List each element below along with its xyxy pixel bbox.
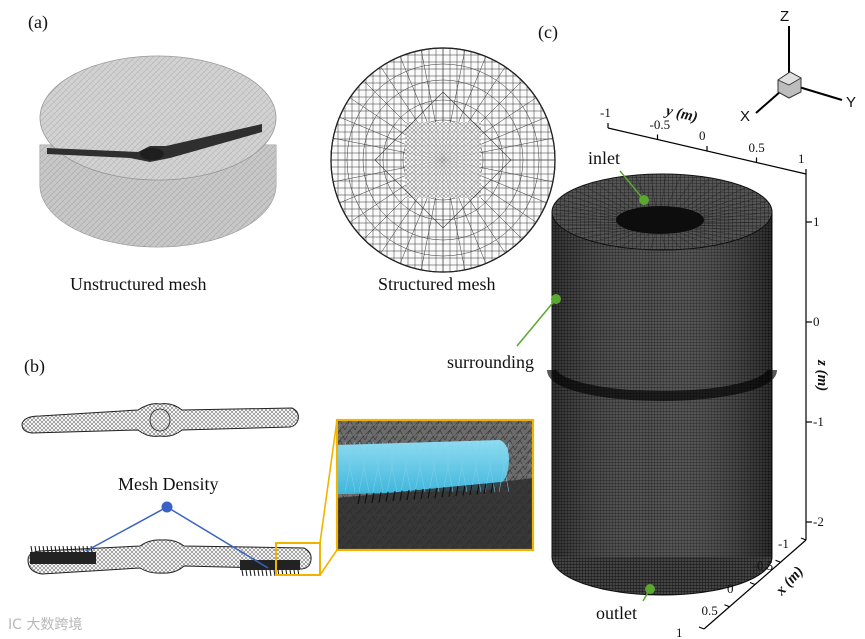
propeller-top-drawing bbox=[21, 403, 299, 437]
structured-mesh-drawing bbox=[330, 47, 556, 273]
region-callouts bbox=[516, 170, 655, 602]
watermark: IC 大数跨境 bbox=[8, 617, 83, 633]
panel-a-tag: (a) bbox=[28, 12, 48, 32]
triad-x-label: X bbox=[740, 108, 751, 125]
mesh-density-callout bbox=[85, 501, 269, 569]
axis-tick-label: -0.5 bbox=[752, 558, 774, 574]
axis-tick-label: 0 bbox=[699, 128, 706, 143]
axis-tick-label: -2 bbox=[813, 514, 824, 529]
surrounding-label: surrounding bbox=[447, 352, 534, 372]
axis-tick-label: 0.5 bbox=[748, 139, 765, 155]
structured-mesh-caption: Structured mesh bbox=[378, 274, 496, 294]
outlet-label: outlet bbox=[596, 603, 637, 623]
triad-y-label: Y bbox=[846, 94, 857, 111]
unstructured-mesh-caption: Unstructured mesh bbox=[70, 274, 207, 294]
axis-tick-label: -1 bbox=[813, 414, 824, 429]
triad-z-label: Z bbox=[780, 8, 790, 25]
panel-c-tag: (c) bbox=[538, 22, 558, 42]
mesh-density-label: Mesh Density bbox=[118, 474, 219, 494]
domain-axes bbox=[607, 123, 812, 630]
zoom-callout bbox=[275, 419, 338, 576]
zoom-inset-image bbox=[335, 418, 535, 552]
axis-tick-label: 1 bbox=[798, 151, 805, 166]
axis-tick-label: 0 bbox=[813, 314, 820, 329]
unstructured-mesh-drawing bbox=[39, 55, 277, 248]
cylinder-domain-drawing bbox=[547, 173, 777, 596]
axis-tick-label: 0 bbox=[727, 580, 734, 596]
axis-tick-label: -1 bbox=[778, 536, 789, 551]
inlet-label: inlet bbox=[588, 148, 620, 168]
axis-triad bbox=[755, 26, 843, 114]
axis-tick-label: 1 bbox=[676, 625, 683, 639]
propeller-bottom-drawing bbox=[27, 539, 312, 577]
panel-b-tag: (b) bbox=[24, 356, 45, 376]
axis-tick-label: -0.5 bbox=[649, 116, 671, 132]
z-axis-title: z (m) bbox=[814, 360, 830, 392]
axis-tick-label: 0.5 bbox=[701, 602, 718, 618]
axis-tick-label: -1 bbox=[600, 105, 611, 120]
axis-tick-label: 1 bbox=[813, 214, 820, 229]
